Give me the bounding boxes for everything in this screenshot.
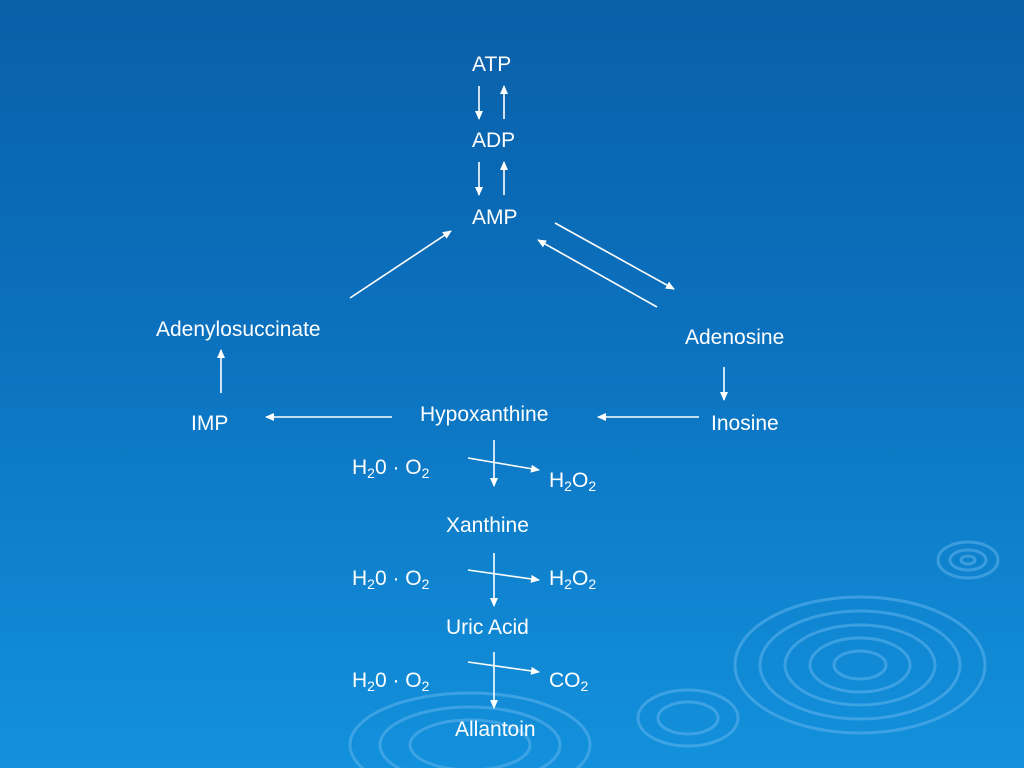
node-inosine: Inosine xyxy=(711,412,779,435)
ripple-ring xyxy=(948,548,988,572)
ripple-ring xyxy=(808,636,912,694)
arrow-cofactor-3 xyxy=(467,661,540,675)
node-amp: AMP xyxy=(472,206,518,229)
node-imp: IMP xyxy=(191,412,229,435)
node-adenosine: Adenosine xyxy=(685,326,785,349)
arrow-adenosine-to-amp xyxy=(537,239,658,308)
ripple-ring xyxy=(832,649,888,681)
cofactor-h2o-o2-step1: H20 · O2 xyxy=(352,456,430,481)
arrow-cofactor-1 xyxy=(467,457,540,473)
cofactor-co2-step3: CO2 xyxy=(549,669,589,694)
ripple-ring xyxy=(636,688,740,748)
ripple-ring xyxy=(348,691,592,768)
arrow-amp-to-adenosine xyxy=(554,222,675,290)
node-allantoin: Allantoin xyxy=(455,718,536,741)
ripple-ring xyxy=(408,718,532,768)
arrow-cofactor-2 xyxy=(467,569,540,583)
cofactor-h2o-o2-step3: H20 · O2 xyxy=(352,669,430,694)
node-xanthine: Xanthine xyxy=(446,514,529,537)
cofactor-h2o-o2-step2: H20 · O2 xyxy=(352,567,430,592)
arrow-adenylosuccinate-to-amp xyxy=(349,230,452,299)
node-adp: ADP xyxy=(472,129,516,152)
node-hypoxanthine: Hypoxanthine xyxy=(420,403,549,426)
cofactor-h2o2-step1: H2O2 xyxy=(549,469,597,494)
ripple-ring xyxy=(733,595,987,735)
ripple-ring xyxy=(959,554,977,566)
node-adenylosuccinate: Adenylosuccinate xyxy=(156,318,321,341)
ripple-ring xyxy=(656,700,720,736)
ripple-ring xyxy=(936,540,1000,580)
ripple-ring xyxy=(783,623,937,707)
ripple-ring xyxy=(378,705,562,768)
node-uric-acid: Uric Acid xyxy=(446,616,529,639)
node-atp: ATP xyxy=(472,53,512,76)
ripple-ring xyxy=(758,609,962,721)
cofactor-h2o2-step2: H2O2 xyxy=(549,567,597,592)
